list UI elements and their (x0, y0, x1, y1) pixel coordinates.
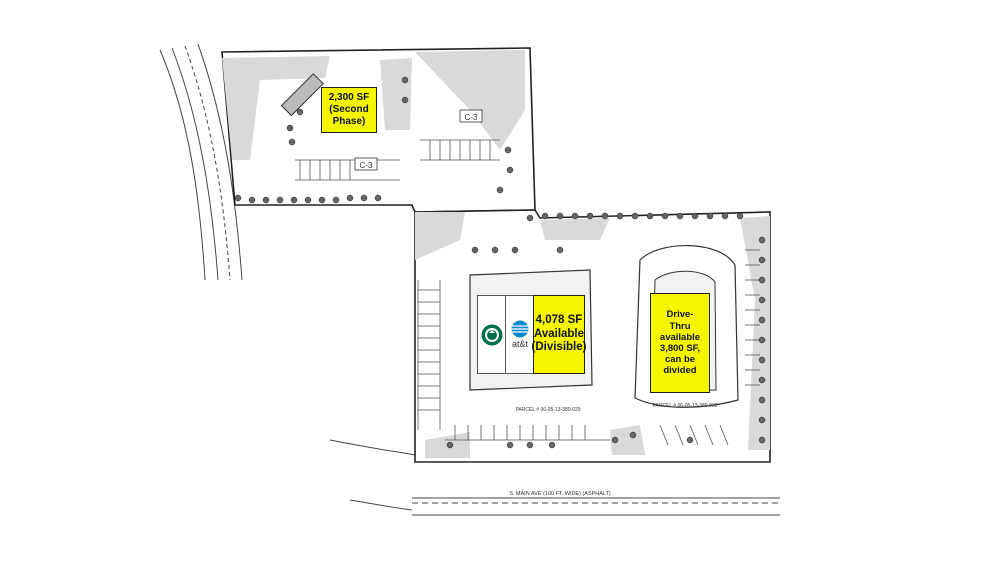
drive-thru-line-4: 3,800 SF, (659, 343, 701, 354)
main-available-line-1: 4,078 SF (535, 314, 583, 327)
west-parking-stalls (417, 280, 441, 430)
south-landscape-area-1 (415, 212, 465, 260)
att-globe-icon (511, 320, 529, 338)
south-trees (446, 212, 766, 449)
second-phase-line-2: (Second (329, 104, 369, 116)
south-parking-stalls (445, 249, 760, 446)
starbucks-logo-icon (481, 324, 503, 345)
street-label: S. MAIN AVE (100 FT. WIDE) (ASPHALT) (509, 491, 611, 497)
drive-thru-line-2: Thru (669, 320, 691, 332)
north-landscape-area-1 (222, 56, 330, 160)
parcel-label-2: PARCEL # 06-05-13-380-030 (652, 403, 717, 409)
south-landscape-area-4 (610, 425, 645, 455)
main-available-line-3: (Divisible) (531, 341, 587, 354)
north-trees (234, 76, 514, 204)
parcel-label-1: PARCEL # 06-05-13-380-029 (515, 407, 580, 413)
drive-thru-line-3: available (659, 331, 701, 343)
main-available-line-2: Available (533, 327, 585, 340)
north-diagonal-structure (280, 73, 324, 117)
tenant-att: at&t (505, 295, 535, 374)
north-landscape-area-2 (415, 50, 525, 150)
zone-label-2: C-3 (360, 161, 373, 170)
space-drive-thru: Drive- Thru available 3,800 SF, can be d… (650, 293, 710, 393)
zone-label-box-1 (459, 109, 483, 123)
south-parcel-boundary (414, 209, 771, 463)
tenant-starbucks (477, 295, 507, 374)
south-landscape-area-2 (740, 216, 770, 450)
south-landscape-area-3 (540, 218, 610, 240)
drive-thru-line-1: Drive- (666, 309, 694, 321)
second-phase-line-1: 2,300 SF (328, 92, 370, 104)
north-landscape-area-3 (380, 58, 412, 130)
att-wordmark: at&t (511, 339, 528, 349)
space-main-available: 4,078 SF Available (Divisible) (531, 295, 587, 374)
north-parking-stalls (295, 139, 500, 181)
second-phase-line-3: Phase) (332, 115, 366, 127)
drive-thru-loop (634, 244, 739, 408)
drive-thru-line-5: can be (664, 354, 696, 366)
street-linework (329, 439, 780, 516)
road-curve-linework (159, 43, 243, 281)
space-second-phase: 2,300 SF (Second Phase) (321, 87, 377, 133)
zone-label-box-2 (354, 157, 378, 171)
zone-label-1: C-3 (465, 113, 478, 122)
drive-thru-line-6: divided (663, 365, 697, 377)
